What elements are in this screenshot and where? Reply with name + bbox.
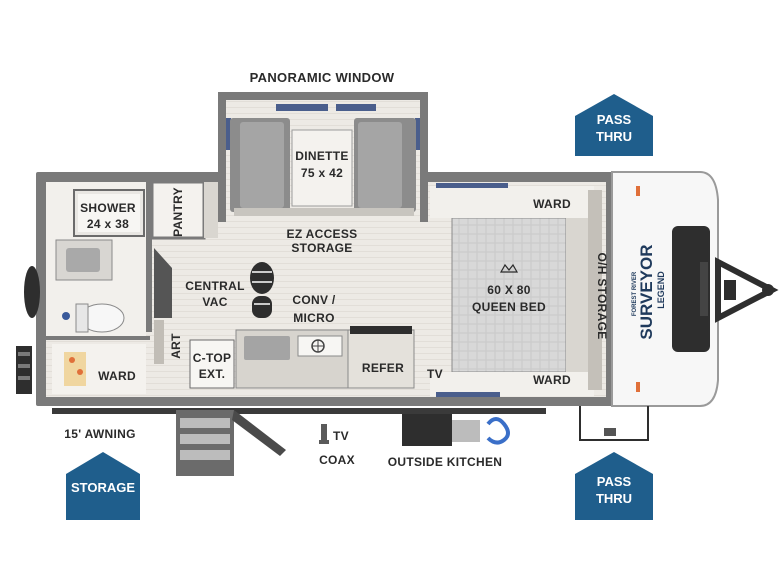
pass-thru-tag-top: PASS THRU [575,94,653,156]
shower-size-label: 24 x 38 [87,217,129,231]
refer-label: REFER [362,361,404,375]
ez-access-label: EZ ACCESS [287,227,358,241]
svg-text:LEGEND: LEGEND [656,271,666,309]
panoramic-window-label: PANORAMIC WINDOW [250,70,395,85]
dinette-size-label: 75 x 42 [301,166,343,180]
side-windows [436,183,508,397]
conv-micro-label: CONV / [292,293,336,307]
bed-label: QUEEN BED [472,300,546,314]
ez-access-storage-label: STORAGE [291,241,352,255]
brand-logo: FOREST RIVER SURVEYOR LEGEND [632,244,666,339]
kitchen-counter [235,326,415,389]
central-vac-label: CENTRAL [185,279,244,293]
outside-kitchen-label: OUTSIDE KITCHEN [388,455,503,469]
svg-text:THRU: THRU [596,491,632,506]
entry-steps [176,410,286,476]
bathroom [46,182,152,340]
rear-wardrobe [16,266,146,394]
hitch [715,257,779,323]
dinette [230,118,416,216]
panoramic-window [226,104,420,150]
art-label: ART [169,333,183,359]
tv-label: TV [427,367,443,381]
entry-area [154,248,235,389]
shower-label: SHOWER [80,201,136,215]
svg-text:THRU: THRU [596,129,632,144]
svg-text:SURVEYOR: SURVEYOR [637,244,656,339]
c-top-label: C-TOP [193,351,232,365]
ward-top-label: WARD [533,197,571,211]
pantry [150,180,218,240]
outside-kitchen [402,414,510,446]
svg-text:PASS: PASS [597,474,632,489]
storage-tag: STORAGE [66,452,140,520]
c-top-ext-label: EXT. [199,367,226,381]
ward-bottom-label: WARD [533,373,571,387]
central-vac-label-2: VAC [202,295,227,309]
tv-coax-connector [319,424,329,444]
central-vac-icon [250,262,274,318]
pass-thru-storage [579,406,649,441]
coax-label: COAX [319,453,355,467]
conv-micro-label-2: MICRO [293,311,335,325]
svg-text:PASS: PASS [597,112,632,127]
oh-storage-label: O/H STORAGE [595,252,609,339]
pass-thru-tag-bottom: PASS THRU [575,452,653,520]
bed-size-label: 60 X 80 [487,283,530,297]
svg-text:STORAGE: STORAGE [71,480,135,495]
awning [52,408,546,414]
front-cap [611,171,719,407]
ward-left-label: WARD [98,369,136,383]
queen-bed [430,186,602,396]
awning-label: 15' AWNING [64,427,135,441]
tv-coax-label: TV [333,429,349,443]
svg-text:FOREST RIVER: FOREST RIVER [632,271,638,316]
pantry-label: PANTRY [171,187,185,237]
dinette-label: DINETTE [295,149,348,163]
